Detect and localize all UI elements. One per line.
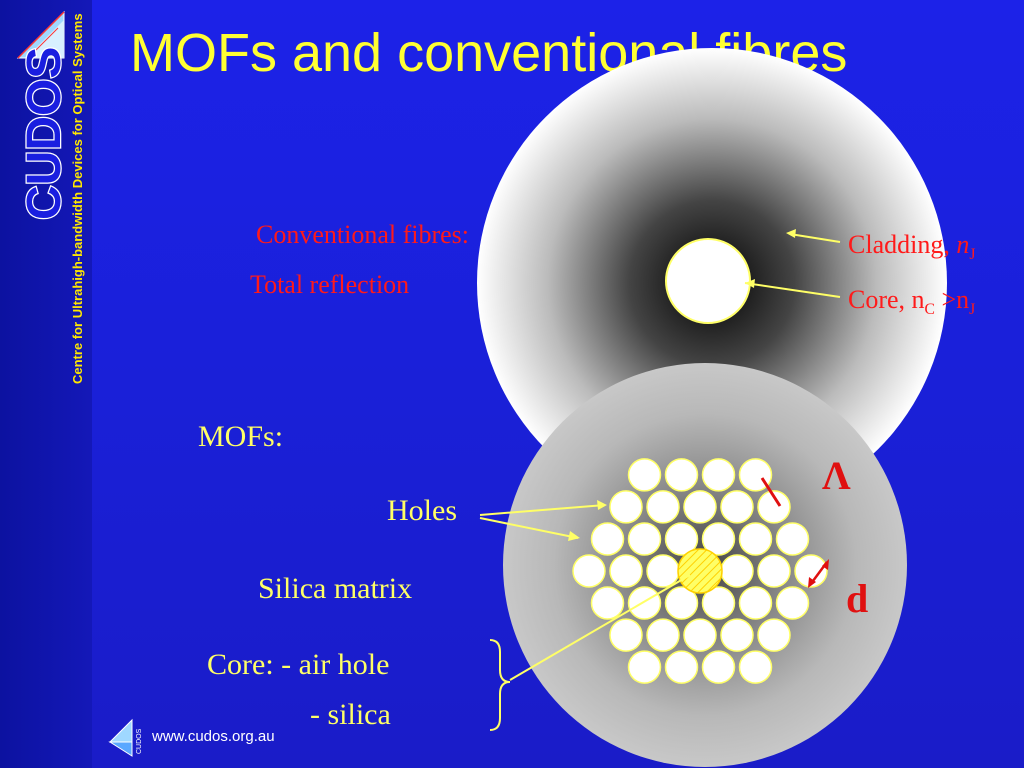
air-hole xyxy=(627,586,662,620)
silica-matrix-label: Silica matrix xyxy=(258,572,413,605)
air-hole xyxy=(646,554,680,588)
air-hole xyxy=(627,522,662,556)
footer-url-link[interactable]: www.cudos.org.au xyxy=(152,728,275,745)
core-air-hole-label: Core: - air hole xyxy=(207,648,390,681)
core-brace xyxy=(489,639,511,731)
air-hole xyxy=(720,554,754,588)
air-hole xyxy=(590,522,625,556)
air-hole xyxy=(701,458,736,492)
air-hole xyxy=(775,522,810,556)
air-hole xyxy=(701,522,736,556)
cudos-logo: CUDOS xyxy=(17,10,72,221)
holes-pointer-1 xyxy=(479,504,606,516)
cudos-logo-text: CUDOS xyxy=(18,47,71,220)
air-hole xyxy=(757,490,791,524)
air-hole xyxy=(757,618,791,652)
air-hole xyxy=(701,586,736,620)
pitch-marker xyxy=(760,477,782,507)
cladding-symbol: n xyxy=(956,230,970,259)
air-hole xyxy=(738,586,773,620)
air-hole xyxy=(572,554,606,588)
conventional-heading: Conventional fibres: xyxy=(256,220,470,249)
air-hole xyxy=(683,490,717,524)
conventional-core xyxy=(665,238,751,324)
core-silica-pointer xyxy=(509,574,691,681)
mof-holes xyxy=(572,458,828,684)
core-label: Core, nC >nJ xyxy=(848,285,975,319)
air-hole xyxy=(664,522,699,556)
air-hole xyxy=(683,618,717,652)
core-sub-c: C xyxy=(924,301,935,319)
air-hole xyxy=(720,618,754,652)
mof-core xyxy=(677,548,723,594)
air-hole xyxy=(627,650,662,684)
air-hole xyxy=(609,490,643,524)
total-reflection-label: Total reflection xyxy=(250,270,410,299)
air-hole xyxy=(590,586,625,620)
air-hole xyxy=(775,586,810,620)
air-hole xyxy=(738,650,773,684)
pitch-symbol: Λ xyxy=(822,453,851,498)
core-silica-label: - silica xyxy=(310,698,391,731)
holes-pointer-2 xyxy=(479,517,579,539)
cladding-sub: J xyxy=(969,246,976,264)
mofs-heading: MOFs: xyxy=(198,420,284,453)
holes-label: Holes xyxy=(387,494,457,527)
cladding-label-text: Cladding, xyxy=(848,230,957,259)
air-hole xyxy=(757,554,791,588)
air-hole xyxy=(627,458,662,492)
air-hole xyxy=(664,650,699,684)
air-hole xyxy=(646,618,680,652)
core-pointer xyxy=(744,282,841,298)
cladding-pointer xyxy=(789,233,841,243)
footer-logo: CUDOS xyxy=(108,718,143,757)
air-hole xyxy=(738,522,773,556)
footer-logo-text: CUDOS xyxy=(136,728,143,754)
air-hole xyxy=(794,554,828,588)
air-hole xyxy=(664,458,699,492)
core-label-mid: >n xyxy=(934,285,970,314)
diameter-symbol: d xyxy=(846,576,869,621)
air-hole xyxy=(609,618,643,652)
air-hole xyxy=(609,554,643,588)
air-hole xyxy=(701,650,736,684)
core-sub-j: J xyxy=(969,301,976,319)
cladding-label: Cladding, nJ xyxy=(848,230,975,264)
air-hole xyxy=(720,490,754,524)
air-hole xyxy=(646,490,680,524)
sidebar: CUDOS Centre for Ultrahigh-bandwidth Dev… xyxy=(0,0,92,768)
core-label-text: Core, n xyxy=(848,285,925,314)
air-hole xyxy=(664,586,699,620)
